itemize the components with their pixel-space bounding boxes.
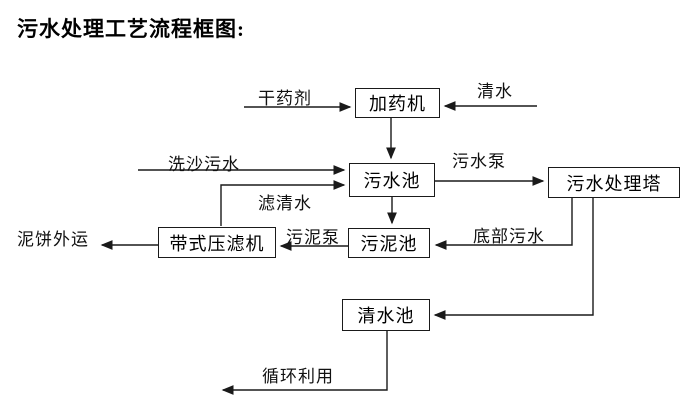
node-sludge-pool: 污泥池	[348, 228, 430, 258]
label-sewage-pump: 污水泵	[452, 152, 506, 171]
node-treatment-tower: 污水处理塔	[548, 167, 680, 198]
diagram-title: 污水处理工艺流程框图:	[17, 17, 245, 41]
label-recycle: 循环利用	[262, 367, 334, 386]
arrow-bottom-sewage-line	[434, 198, 573, 250]
label-filtered-water: 滤清水	[258, 194, 312, 213]
node-sludge-pool-label: 污泥池	[360, 234, 418, 254]
label-sand-washing-sewage: 洗沙污水	[168, 155, 240, 174]
arrow-recycle-line	[221, 331, 388, 395]
node-clean-water-pool: 清水池	[342, 299, 430, 331]
label-sludge-pump: 污泥泵	[286, 228, 340, 247]
label-bottom-sewage: 底部污水	[473, 227, 545, 246]
node-sewage-pool-label: 污水池	[363, 171, 421, 191]
arrow-filtered-water-line	[220, 180, 346, 226]
label-dry-agent: 干药剂	[258, 89, 312, 108]
node-clean-water-pool-label: 清水池	[357, 306, 415, 326]
label-mud-cake-out: 泥饼外运	[17, 230, 89, 249]
label-clean-water: 清水	[477, 82, 513, 101]
node-belt-filter-press-label: 带式压滤机	[169, 233, 265, 254]
node-sewage-pool: 污水池	[349, 163, 435, 197]
node-treatment-tower-label: 污水处理塔	[566, 173, 662, 194]
arrow-tower-to-clean-pool	[433, 198, 594, 320]
node-dosing-machine-label: 加药机	[369, 94, 426, 114]
node-dosing-machine: 加药机	[355, 88, 440, 118]
node-belt-filter-press: 带式压滤机	[158, 227, 276, 258]
